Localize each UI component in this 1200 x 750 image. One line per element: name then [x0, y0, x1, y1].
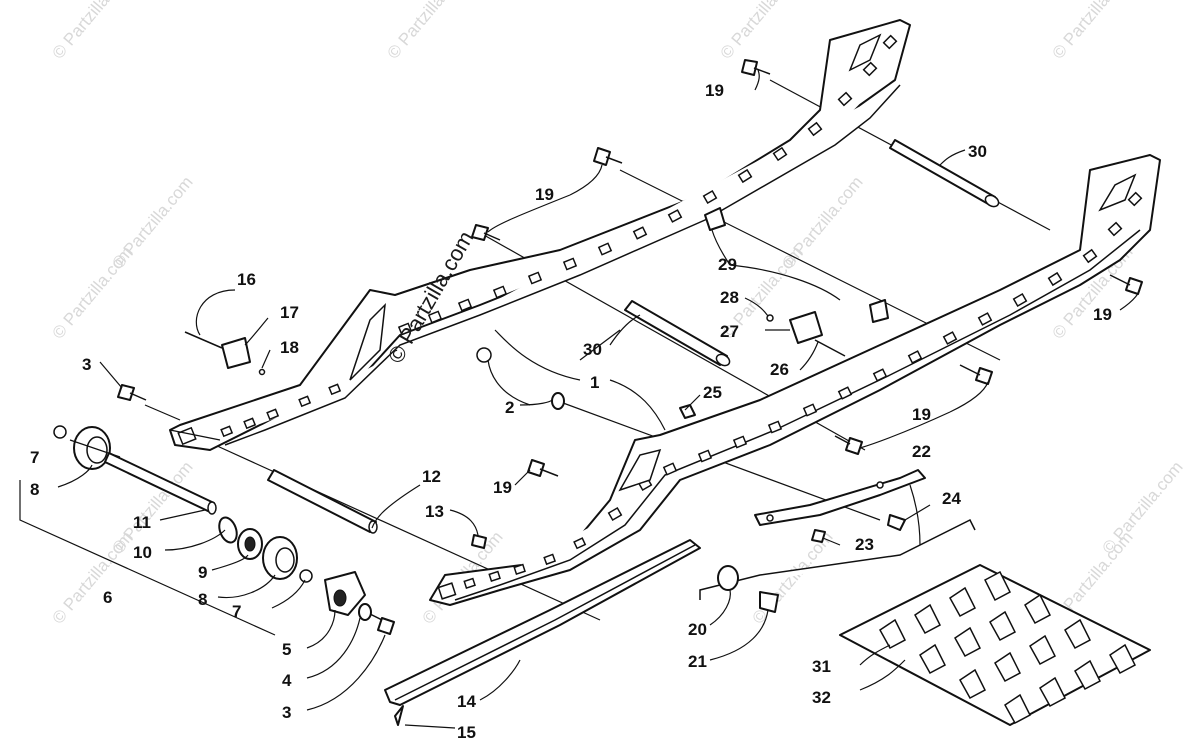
callout-4: 4: [282, 671, 292, 690]
callout-7: 7: [30, 448, 39, 467]
callout-31: 31: [812, 657, 831, 676]
track-belt: [839, 564, 1151, 726]
spring-clip: [471, 534, 487, 549]
callout-30: 30: [583, 340, 602, 359]
front-block: [184, 331, 266, 376]
callout-3: 3: [82, 355, 91, 374]
wear-strip: [384, 539, 701, 726]
right-rail-slots: [463, 191, 1143, 589]
axle-shaft: [267, 469, 378, 534]
callout-21: 21: [688, 652, 707, 671]
lock-nut: [679, 404, 696, 419]
torsion-spring: [699, 518, 976, 613]
callout-19: 19: [705, 81, 724, 100]
callout-19: 19: [535, 185, 554, 204]
scraper-screw: [811, 529, 826, 543]
axis-line: [144, 404, 181, 421]
scraper-bolt: [887, 514, 906, 531]
callout-17: 17: [280, 303, 299, 322]
group-bracket: [19, 480, 276, 636]
callout-27: 27: [720, 322, 739, 341]
callout-1: 1: [590, 373, 599, 392]
bolt: [1109, 274, 1143, 295]
left-rail: [169, 19, 911, 451]
callout-19: 19: [493, 478, 512, 497]
callout-30: 30: [968, 142, 987, 161]
callout-labels: 1 2 3 3 4 5 6 7 7 8 8 9 10 11 12 13 14 1…: [30, 81, 1112, 742]
callout-11: 11: [133, 513, 151, 532]
callout-24: 24: [942, 489, 961, 508]
track-lugs: [879, 570, 1136, 725]
bumper-block: [766, 311, 846, 357]
bolt: [117, 384, 147, 401]
idler-wheel: [324, 571, 372, 621]
callout-23: 23: [855, 535, 874, 554]
callout-26: 26: [770, 360, 789, 379]
watermark: © Partzilla.com: [1099, 458, 1187, 558]
callout-2: 2: [505, 398, 514, 417]
callout-8: 8: [198, 590, 207, 609]
callout-7: 7: [232, 602, 241, 621]
callout-9: 9: [198, 563, 207, 582]
callout-8: 8: [30, 480, 39, 499]
callout-15: 15: [457, 723, 476, 742]
callout-3: 3: [282, 703, 291, 722]
spacer-lower: [869, 299, 889, 323]
washer: [551, 392, 565, 410]
watermark: © Partzilla.com: [1049, 0, 1137, 63]
callout-18: 18: [280, 338, 299, 357]
bolt: [741, 59, 771, 76]
callout-22: 22: [912, 442, 931, 461]
cross-shaft-lower: [624, 300, 731, 367]
washer: [476, 347, 492, 363]
bolt: [834, 435, 863, 455]
bolt: [527, 459, 559, 477]
callout-29: 29: [718, 255, 737, 274]
callout-28: 28: [720, 288, 739, 307]
callout-32: 32: [812, 688, 831, 707]
callout-10: 10: [133, 543, 152, 562]
leader-lines: [57, 69, 1141, 729]
callout-12: 12: [422, 467, 441, 486]
watermark: © Partzilla.com: [49, 0, 137, 63]
spacer-upper: [704, 207, 726, 231]
callout-25: 25: [703, 383, 722, 402]
callout-19: 19: [1093, 305, 1112, 324]
watermark: © Partzilla.com: [717, 0, 805, 63]
bolt: [959, 364, 993, 385]
watermark: © Partzilla.com: [109, 458, 197, 558]
right-rail: [429, 154, 1161, 606]
bolt: [471, 224, 501, 241]
callout-6: 6: [103, 588, 112, 607]
cross-shaft-upper: [889, 139, 1000, 208]
bolt: [593, 147, 623, 166]
watermark: © Partzilla.com: [384, 0, 472, 63]
callout-13: 13: [425, 502, 444, 521]
callout-14: 14: [457, 692, 476, 711]
callout-19: 19: [912, 405, 931, 424]
watermark: © Partzilla.com: [779, 173, 867, 273]
callout-16: 16: [237, 270, 256, 289]
scraper-bar: [754, 469, 926, 526]
idler-wheel-assembly-left: [53, 425, 313, 583]
watermark: © Partzilla.com: [109, 173, 197, 273]
callout-20: 20: [688, 620, 707, 639]
callout-5: 5: [282, 640, 291, 659]
